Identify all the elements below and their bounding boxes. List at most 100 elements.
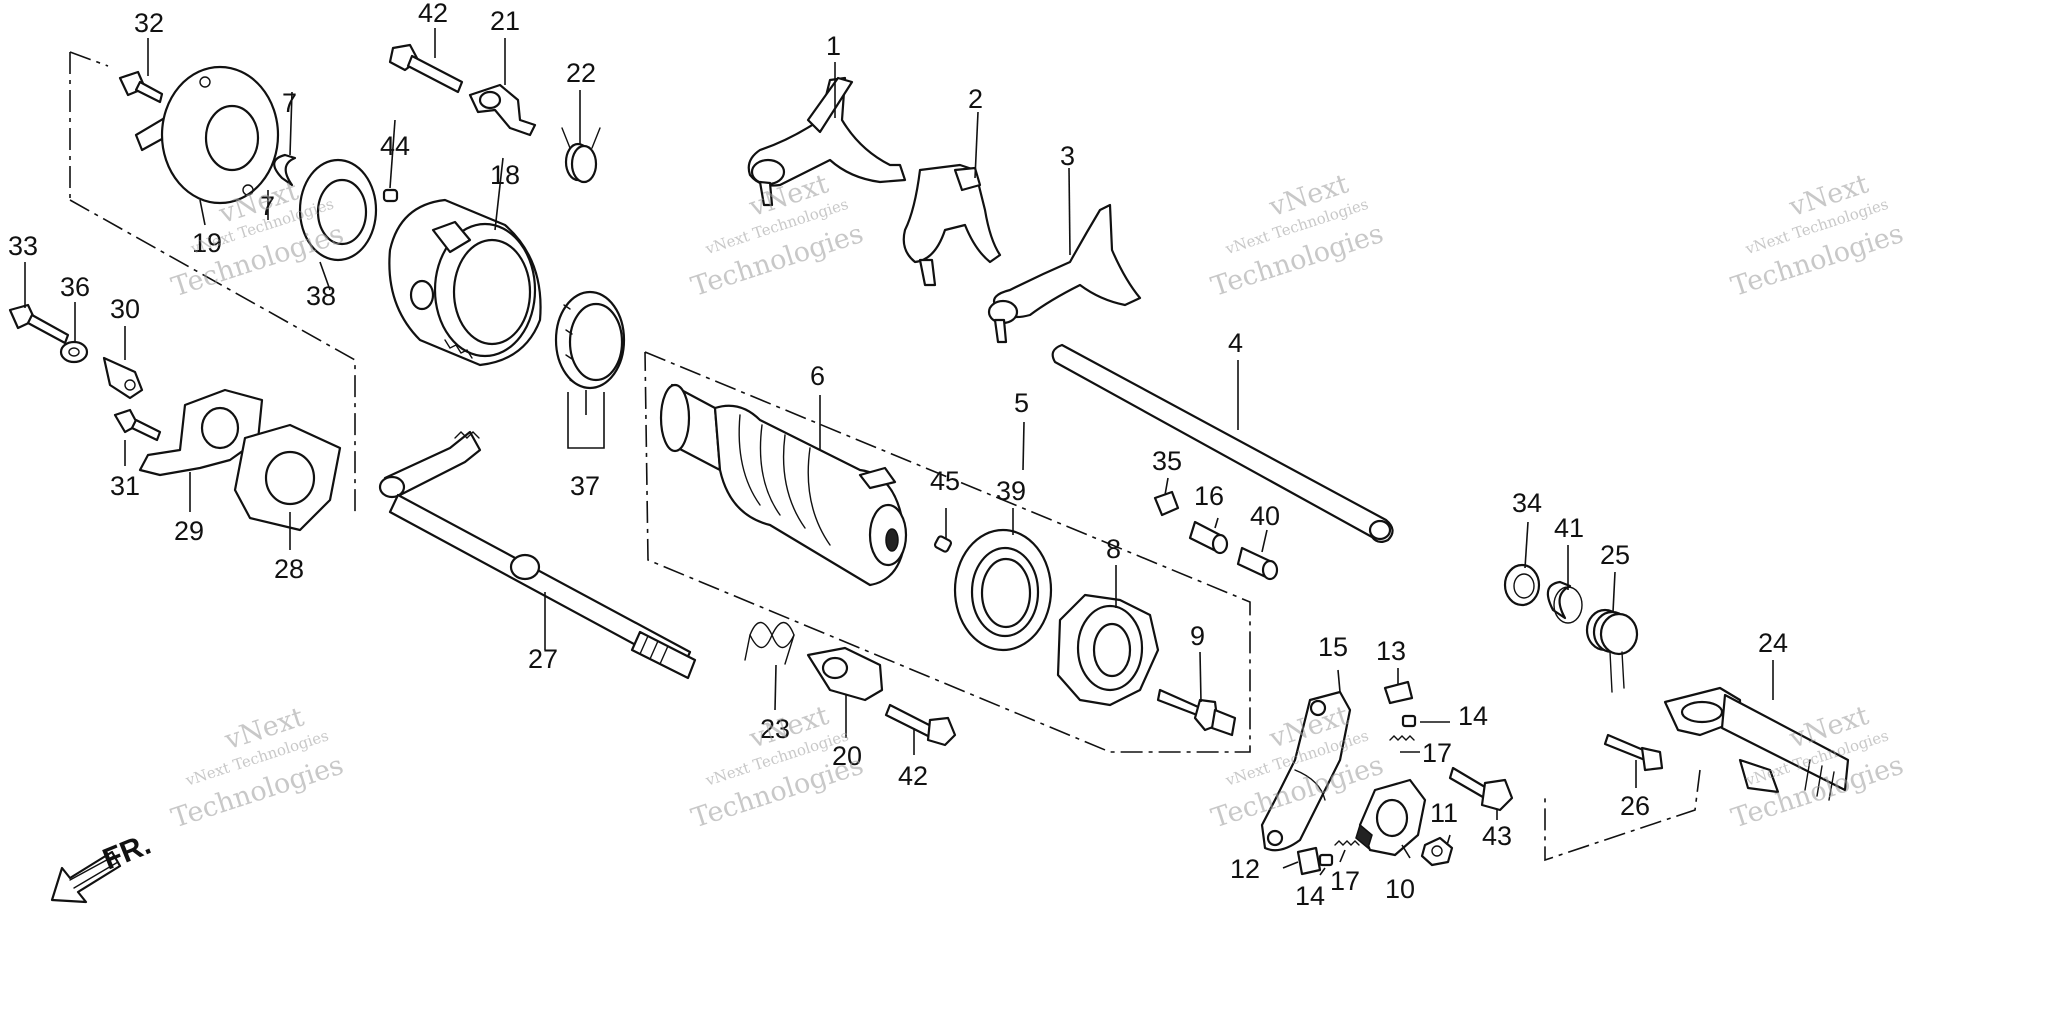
watermark-bottom-left: vNext vNext Technologies Technologies — [168, 702, 348, 835]
callout-7-upper: 7 — [282, 88, 297, 118]
callout-42-lower: 42 — [898, 761, 928, 791]
spring-17-upper — [1389, 735, 1415, 741]
fork-shaft-4 — [1051, 343, 1394, 544]
callout-18: 18 — [490, 160, 520, 190]
circlip-7 — [273, 153, 297, 187]
shift-fork-1 — [747, 76, 907, 207]
shift-drum-6 — [659, 383, 908, 587]
callout-4: 4 — [1228, 328, 1243, 358]
stopper-plate-15 — [1260, 690, 1352, 852]
shift-fork-3 — [987, 203, 1142, 344]
callout-23: 23 — [760, 714, 790, 744]
collar-40 — [1236, 546, 1279, 581]
callout-36: 36 — [60, 272, 90, 302]
washer-35 — [1153, 490, 1180, 517]
callout-24: 24 — [1758, 628, 1788, 658]
callout-40: 40 — [1250, 501, 1280, 531]
callout-43: 43 — [1482, 821, 1512, 851]
callout-14-upper: 14 — [1458, 701, 1488, 731]
shift-spindle-27 — [378, 430, 697, 680]
pin-14-lower — [1318, 853, 1334, 867]
callout-31: 31 — [110, 471, 140, 501]
shift-fork-2 — [902, 163, 1002, 287]
callout-39: 39 — [996, 476, 1026, 506]
callout-44: 44 — [380, 131, 410, 161]
cover-19 — [134, 65, 280, 205]
callout-7-lower: 7 — [260, 191, 275, 221]
callout-12: 12 — [1230, 854, 1260, 884]
plate-28 — [233, 423, 342, 532]
gear-drum-18 — [388, 198, 542, 367]
callout-37: 37 — [570, 471, 600, 501]
bearing-39 — [953, 528, 1053, 652]
callout-17-lower: 17 — [1330, 866, 1360, 896]
nut-11 — [1420, 836, 1454, 867]
callout-13: 13 — [1376, 636, 1406, 666]
pin-45 — [933, 535, 953, 553]
callout-3: 3 — [1060, 141, 1075, 171]
bolt-42-upper — [388, 43, 464, 94]
detent-13 — [1383, 680, 1414, 705]
bolt-32 — [118, 70, 164, 104]
callout-20: 20 — [832, 741, 862, 771]
callout-6: 6 — [810, 361, 825, 391]
callout-28: 28 — [274, 554, 304, 584]
washer-34 — [1503, 563, 1541, 607]
pin-14-upper — [1401, 714, 1417, 728]
callout-26: 26 — [1620, 791, 1650, 821]
bolt-42-lower — [884, 703, 957, 747]
spring-22 — [561, 127, 601, 184]
front-direction-arrow: FR. — [50, 828, 155, 904]
watermark-top-far-right: vNext vNext Technologies Technologies — [1728, 168, 1908, 302]
callout-32: 32 — [134, 8, 164, 38]
callout-33: 33 — [8, 231, 38, 261]
washer-36 — [59, 340, 89, 364]
circlip-41 — [1546, 580, 1583, 624]
callout-34: 34 — [1512, 488, 1542, 518]
bearing-38 — [298, 158, 378, 262]
callout-11: 11 — [1430, 798, 1458, 828]
callout-45: 45 — [930, 466, 960, 496]
spring-17-lower — [1334, 840, 1360, 846]
bolt-26 — [1603, 733, 1664, 772]
callout-35: 35 — [1152, 446, 1182, 476]
callout-9: 9 — [1190, 621, 1205, 651]
callout-41: 41 — [1554, 513, 1584, 543]
leader-lines — [24, 28, 1774, 876]
bolt-43 — [1448, 766, 1514, 812]
plate-21 — [468, 83, 537, 137]
callout-15: 15 — [1318, 632, 1348, 662]
callout-25: 25 — [1600, 540, 1630, 570]
callout-29: 29 — [174, 516, 204, 546]
callout-42-upper: 42 — [418, 0, 448, 28]
bolt-9 — [1156, 688, 1237, 737]
stopper-10 — [1355, 778, 1427, 857]
detent-12 — [1296, 846, 1322, 876]
callout-27: 27 — [528, 644, 558, 674]
pin-44 — [382, 188, 399, 203]
callout-17-upper: 17 — [1422, 738, 1452, 768]
callout-2: 2 — [968, 84, 983, 114]
callout-38: 38 — [306, 281, 336, 311]
callout-8: 8 — [1106, 534, 1121, 564]
spring-25 — [1585, 608, 1639, 693]
callout-21: 21 — [490, 6, 520, 36]
shift-arm-24 — [1663, 686, 1850, 801]
bolt-33 — [8, 303, 70, 345]
callout-labels: 1 2 3 4 5 6 7 7 8 9 10 11 12 13 14 14 15… — [8, 0, 1788, 911]
assembly-outline-drum — [644, 351, 1251, 753]
callout-10: 10 — [1385, 874, 1415, 904]
drum-center-8 — [1056, 593, 1160, 707]
callout-5: 5 — [1014, 388, 1029, 418]
front-direction-label: FR. — [98, 828, 155, 877]
spring-23 — [744, 621, 795, 665]
assembly-outline-left — [69, 51, 109, 67]
callout-22: 22 — [566, 58, 596, 88]
callout-30: 30 — [110, 294, 140, 324]
assembly-outline-right — [1544, 769, 1701, 862]
assembly-outline-left-lower — [69, 199, 356, 512]
callout-19: 19 — [192, 228, 222, 258]
callout-14-lower: 14 — [1295, 881, 1325, 911]
arm-20 — [806, 646, 884, 702]
